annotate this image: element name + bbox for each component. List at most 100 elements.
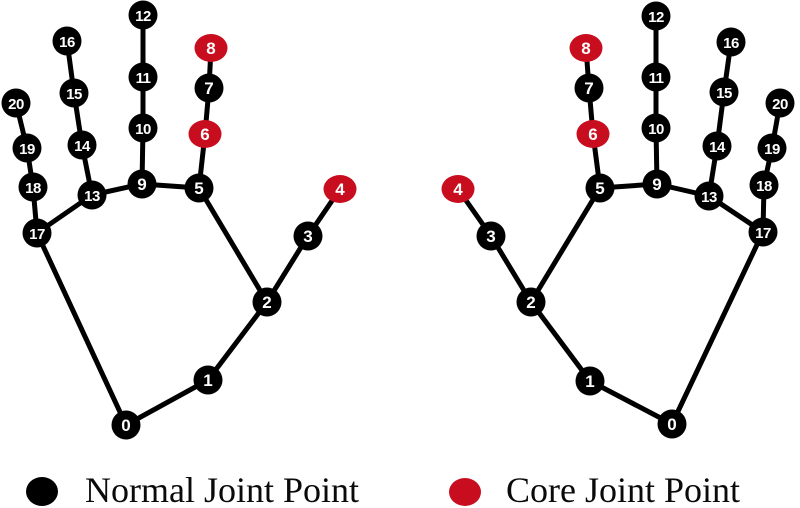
joint-label-3: 3 — [486, 227, 495, 246]
normal-joint-node-7 — [194, 73, 224, 103]
normal-joint-node-16 — [52, 26, 82, 56]
bone-edge-1-2 — [528, 299, 593, 384]
normal-joint-node-0 — [657, 409, 687, 439]
joint-label-13: 13 — [84, 188, 100, 205]
joint-label-14: 14 — [709, 139, 726, 156]
normal-joint-node-17 — [22, 218, 52, 248]
joint-label-7: 7 — [204, 79, 213, 98]
normal-joint-swatch — [26, 477, 58, 506]
joint-label-2: 2 — [262, 293, 271, 312]
normal-joint-node-3 — [476, 221, 506, 251]
normal-joint-node-14 — [702, 131, 732, 161]
joint-label-15: 15 — [66, 86, 82, 103]
normal-joint-node-15 — [59, 78, 89, 108]
core-joint-node-4 — [441, 175, 475, 203]
joint-label-18: 18 — [25, 180, 41, 197]
normal-joint-node-11 — [641, 62, 671, 92]
joint-label-0: 0 — [667, 415, 676, 434]
normal-joint-node-12 — [128, 0, 158, 30]
joint-label-4: 4 — [453, 180, 463, 199]
bone-edge-1-2 — [205, 299, 270, 383]
joint-label-4: 4 — [335, 180, 345, 199]
joint-label-1: 1 — [585, 372, 594, 391]
joint-label-2: 2 — [526, 293, 535, 312]
normal-joint-node-13 — [694, 181, 724, 211]
joint-label-6: 6 — [200, 125, 209, 144]
bone-edge-0-17 — [34, 230, 129, 428]
normal-joint-node-13 — [77, 180, 107, 210]
core-joint-node-4 — [323, 175, 357, 203]
joint-label-1: 1 — [203, 371, 212, 390]
joint-label-5: 5 — [595, 179, 604, 198]
core-joint-node-6 — [188, 120, 222, 148]
joint-label-12: 12 — [135, 8, 151, 25]
joint-label-19: 19 — [19, 141, 35, 158]
normal-joint-node-11 — [128, 62, 158, 92]
normal-joint-node-1 — [575, 366, 605, 396]
joint-label-8: 8 — [581, 39, 590, 58]
normal-joint-node-5 — [184, 173, 214, 203]
normal-joint-node-5 — [585, 173, 615, 203]
joint-label-15: 15 — [716, 85, 732, 102]
normal-joint-node-19 — [757, 133, 787, 163]
joint-label-0: 0 — [121, 416, 130, 435]
bone-edge-2-5 — [196, 185, 270, 305]
joint-label-6: 6 — [588, 125, 597, 144]
normal-joint-node-14 — [67, 130, 97, 160]
joint-label-14: 14 — [74, 138, 91, 155]
joint-label-11: 11 — [649, 70, 664, 87]
normal-joint-node-1 — [193, 365, 223, 395]
joint-label-19: 19 — [764, 141, 780, 158]
joint-label-9: 9 — [137, 175, 146, 194]
bone-edge-2-5 — [528, 185, 603, 305]
core-joint-node-8 — [194, 34, 228, 62]
normal-joint-node-9 — [127, 169, 157, 199]
joint-label-20: 20 — [772, 96, 788, 113]
joint-label-10: 10 — [135, 121, 151, 138]
normal-joint-node-15 — [709, 77, 739, 107]
bone-edge-0-17 — [669, 229, 766, 427]
joint-label-12: 12 — [648, 9, 664, 26]
joint-label-18: 18 — [756, 178, 772, 195]
joint-label-5: 5 — [194, 179, 203, 198]
joint-label-11: 11 — [136, 70, 151, 87]
normal-joint-node-17 — [748, 217, 778, 247]
normal-joint-node-2 — [516, 287, 546, 317]
core-joint-node-6 — [576, 120, 610, 148]
normal-joint-node-19 — [12, 133, 42, 163]
joint-label-17: 17 — [29, 226, 45, 243]
joint-label-8: 8 — [206, 39, 215, 58]
core-joint-legend-label: Core Joint Point — [506, 470, 741, 508]
normal-joint-node-12 — [641, 1, 671, 31]
bone-edge-0-1 — [587, 378, 675, 427]
normal-joint-node-10 — [128, 113, 158, 143]
core-joint-node-8 — [569, 34, 603, 62]
normal-joint-node-10 — [641, 113, 671, 143]
normal-joint-node-20 — [1, 88, 31, 118]
normal-joint-node-7 — [574, 73, 604, 103]
bone-edge-0-1 — [123, 377, 211, 428]
normal-joint-node-18 — [749, 170, 779, 200]
joint-label-7: 7 — [584, 79, 593, 98]
normal-joint-legend-label: Normal Joint Point — [85, 470, 360, 508]
joint-label-17: 17 — [755, 225, 771, 242]
normal-joint-node-2 — [252, 287, 282, 317]
joint-label-9: 9 — [652, 175, 661, 194]
normal-joint-node-18 — [18, 172, 48, 202]
normal-joint-node-0 — [111, 410, 141, 440]
core-joint-swatch — [449, 478, 481, 506]
joint-label-20: 20 — [8, 96, 24, 113]
normal-joint-node-20 — [765, 88, 795, 118]
joint-label-16: 16 — [723, 35, 739, 52]
normal-joint-node-16 — [716, 27, 746, 57]
joint-label-3: 3 — [303, 227, 312, 246]
joint-label-10: 10 — [648, 121, 664, 138]
normal-joint-node-9 — [642, 169, 672, 199]
joint-label-13: 13 — [701, 189, 717, 206]
joint-label-16: 16 — [59, 34, 75, 51]
